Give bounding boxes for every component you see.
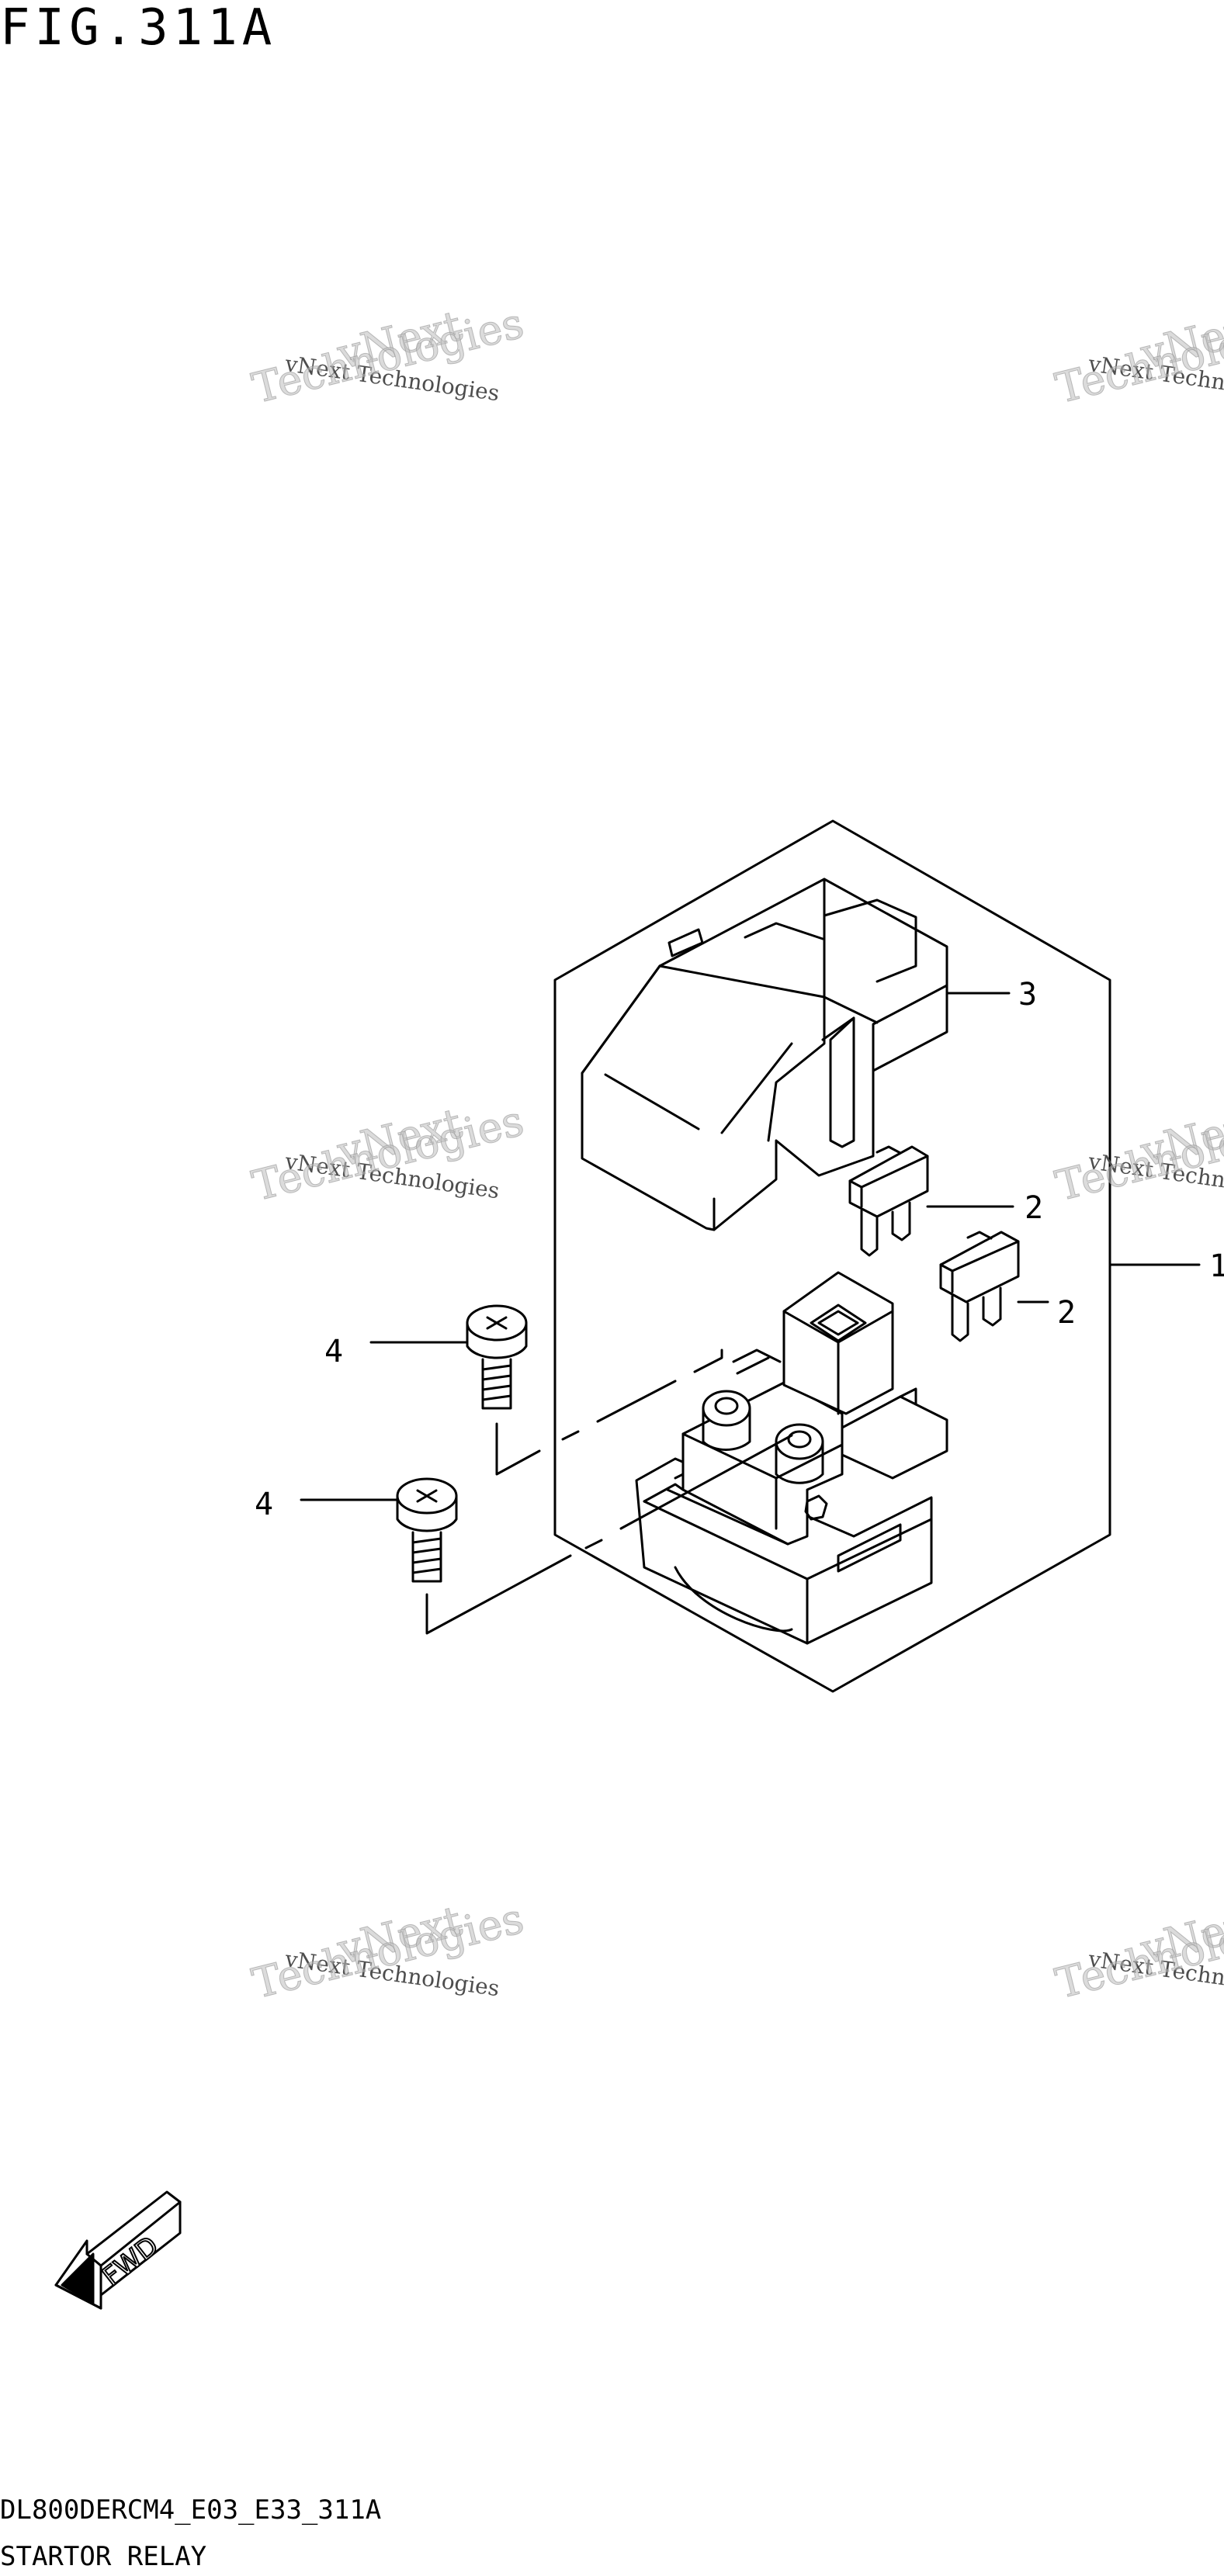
fuse-b bbox=[939, 1231, 1020, 1342]
install-line-4b bbox=[425, 1434, 793, 1635]
callout-2b: 2 bbox=[1057, 1295, 1076, 1331]
fwd-arrow bbox=[54, 2190, 182, 2310]
fuse-a bbox=[848, 1145, 929, 1257]
screw-b bbox=[396, 1477, 458, 1583]
screw-a bbox=[466, 1304, 528, 1410]
relay-cover bbox=[581, 878, 948, 1231]
callout-4b: 4 bbox=[255, 1487, 273, 1522]
callout-4a: 4 bbox=[324, 1334, 343, 1369]
part-name: STARTOR RELAY bbox=[0, 2541, 207, 2572]
install-line-4a bbox=[495, 1349, 723, 1476]
assembly-frame bbox=[553, 819, 1111, 1693]
callout-3: 3 bbox=[1018, 977, 1037, 1013]
starter-relay bbox=[635, 1271, 948, 1645]
callout-2a: 2 bbox=[1025, 1190, 1043, 1226]
figure-title: FIG.311A bbox=[0, 0, 277, 57]
callout-1: 1 bbox=[1209, 1248, 1224, 1284]
model-code: DL800DERCM4_E03_E33_311A bbox=[0, 2495, 382, 2526]
